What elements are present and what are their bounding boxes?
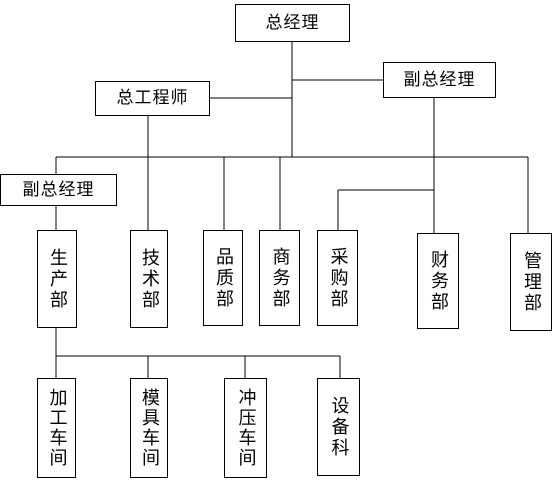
mold-workshop-label: 模具车间 [139, 388, 160, 468]
production-dept-box: 生产部 [37, 230, 77, 328]
production-dept-label: 生产部 [47, 247, 68, 311]
vice-general-manager-left-label: 副总经理 [22, 179, 95, 200]
management-dept-label: 管理部 [521, 250, 542, 314]
purchasing-dept-label: 采购部 [327, 246, 349, 310]
chief-engineer-box: 总工程师 [95, 81, 210, 116]
purchasing-dept-box: 采购部 [317, 230, 358, 326]
finance-dept-box: 财务部 [417, 233, 459, 329]
stamping-workshop-box: 冲压车间 [224, 378, 267, 478]
processing-workshop-box: 加工车间 [37, 378, 76, 478]
stamping-workshop-label: 冲压车间 [235, 388, 257, 468]
chief-engineer-label: 总工程师 [116, 88, 189, 108]
business-dept-label: 商务部 [269, 246, 291, 310]
technology-dept-box: 技术部 [130, 230, 168, 328]
vice-general-manager-label: 副总经理 [403, 69, 476, 90]
quality-dept-label: 品质部 [213, 246, 234, 310]
business-dept-box: 商务部 [259, 230, 300, 326]
management-dept-box: 管理部 [510, 233, 552, 331]
technology-dept-label: 技术部 [139, 247, 160, 311]
quality-dept-box: 品质部 [203, 230, 243, 326]
vice-general-manager-box: 副总经理 [383, 62, 496, 98]
vice-general-manager-left-box: 副总经理 [0, 174, 117, 206]
general-manager-box: 总经理 [235, 4, 350, 42]
equipment-section-box: 设备科 [317, 378, 360, 476]
general-manager-label: 总经理 [265, 12, 320, 33]
processing-workshop-label: 加工车间 [46, 388, 68, 468]
finance-dept-label: 财务部 [428, 249, 449, 313]
equipment-section-label: 设备科 [328, 395, 350, 459]
mold-workshop-box: 模具车间 [130, 378, 168, 478]
